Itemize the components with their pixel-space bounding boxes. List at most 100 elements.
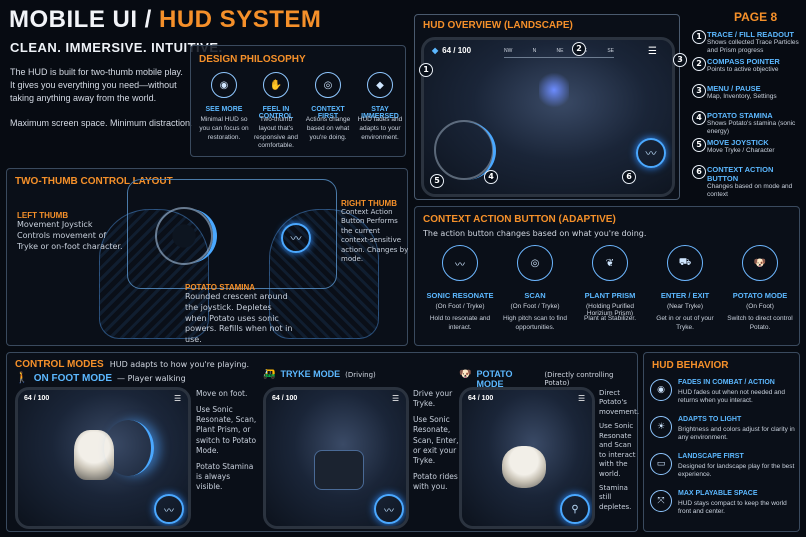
stamina-crescent xyxy=(466,122,496,180)
potato-action-button[interactable]: ⚲ xyxy=(560,494,590,524)
marker-6: 6 xyxy=(622,170,636,184)
tryke-menu-icon[interactable]: ☰ xyxy=(392,394,400,403)
on-foot-action-button[interactable]: 〰 xyxy=(154,494,184,524)
walking-person-icon: 🚶 xyxy=(15,371,29,384)
compass-bar: NWNNEESE xyxy=(504,48,614,58)
tagline: CLEAN. IMMERSIVE. INTUITIVE. xyxy=(10,40,223,55)
dog-icon: 🐶 xyxy=(742,245,778,281)
legend-text: Changes based on mode and context xyxy=(707,183,793,199)
legend-number: 4 xyxy=(692,111,706,125)
legend-title: CONTEXT ACTION BUTTON xyxy=(707,165,774,183)
controls-title: TWO-THUMB CONTROL LAYOUT xyxy=(15,176,173,187)
context-item-text: High pitch scan to find opportunities. xyxy=(503,315,567,331)
intro-text-2: Maximum screen space. Minimum distractio… xyxy=(10,118,193,128)
tryke-action-button[interactable]: 〰 xyxy=(374,494,404,524)
design-philosophy-panel: DESIGN PHILOSOPHY ◉ SEE MORE Minimal HUD s… xyxy=(190,45,406,157)
design-item-text: Actions change based on what you're doin… xyxy=(305,116,351,141)
on-foot-text-3: Potato Stamina is always visible. xyxy=(196,461,254,491)
design-item-title: SEE MORE xyxy=(205,106,243,113)
potato-phone: 64 / 100 ☰ ⚲ xyxy=(459,387,595,529)
behavior-item-text: Designed for landscape play for the best… xyxy=(678,463,795,479)
stamina-title: POTATO STAMINA xyxy=(185,283,256,292)
scan-icon: ◎ xyxy=(517,245,553,281)
tablet-icon: ▭ xyxy=(650,453,672,475)
prism-icon: ◆ xyxy=(432,46,439,55)
context-item-text: Plant at Stabilizer. xyxy=(583,315,637,322)
joystick-stamina-arc xyxy=(185,209,217,263)
on-foot-phone: 64 / 100 ☰ 〰 xyxy=(15,387,191,529)
marker-5: 5 xyxy=(430,174,444,188)
legend-text: Move Tryke / Character xyxy=(707,147,775,154)
prism-glow xyxy=(539,70,569,110)
on-foot-header: 🚶 ON FOOT MODE — Player walking xyxy=(15,371,186,384)
on-foot-title: ON FOOT MODE xyxy=(33,373,113,384)
tryke-text: Drive your Tryke. Use Sonic Resonate, Sc… xyxy=(413,389,467,492)
tryke-title: TRYKE MODE xyxy=(280,369,341,379)
legend-number: 3 xyxy=(692,84,706,98)
marker-1: 1 xyxy=(419,63,433,77)
tryke-readout: 64 / 100 xyxy=(272,395,298,402)
behavior-item-title: LANDSCAPE FIRST xyxy=(678,453,744,460)
control-modes-panel: CONTROL MODES HUD adapts to how you're p… xyxy=(6,352,640,532)
context-item-title: PLANT PRISM xyxy=(584,291,636,300)
design-title: DESIGN PHILOSOPHY xyxy=(199,54,306,65)
potato-sub: (Directly controlling Potato) xyxy=(544,371,614,387)
context-item-text: Switch to direct control Potato. xyxy=(727,315,793,331)
potato-header: 🐶 POTATO MODE (Directly controlling Pota… xyxy=(459,369,637,389)
on-foot-text: Move on foot. Use Sonic Resonate, Scan, … xyxy=(196,389,258,492)
behavior-item-text: HUD stays compact to keep the world fron… xyxy=(678,500,787,516)
plant-icon: ❦ xyxy=(592,245,628,281)
right-thumb-title: RIGHT THUMB xyxy=(341,199,397,208)
sonic-wave-effect xyxy=(104,420,154,476)
design-item-title: CONTEXT FIRST xyxy=(311,106,345,120)
page-number: PAGE 8 xyxy=(734,10,778,24)
legend-number: 1 xyxy=(692,30,706,44)
legend-title: MENU / PAUSE xyxy=(707,84,761,93)
behavior-title: HUD BEHAVIOR xyxy=(652,360,729,371)
legend-text: Map, Inventory, Settings xyxy=(707,93,777,100)
left-thumb-label: LEFT THUMB Movement Joystick Controls mo… xyxy=(17,211,127,252)
menu-button[interactable]: ☰ xyxy=(648,46,657,57)
eye-icon: ◉ xyxy=(650,379,672,401)
marker-4: 4 xyxy=(484,170,498,184)
legend-text: Points to active objective xyxy=(707,66,779,73)
behavior-item-title: FADES IN COMBAT / ACTION xyxy=(678,379,775,386)
eye-icon: ◉ xyxy=(211,72,237,98)
hand-icon: ✋ xyxy=(263,72,289,98)
behavior-item-title: MAX PLAYABLE SPACE xyxy=(678,490,758,497)
context-item-text: Get in or out of your Tryke. xyxy=(656,315,714,331)
context-action-button[interactable]: 〰 xyxy=(636,138,666,168)
design-item-text: Minimal HUD so you can focus on restorat… xyxy=(199,116,249,141)
stamina-label: POTATO STAMINA Rounded crescent around t… xyxy=(185,283,295,346)
modes-header: CONTROL MODES HUD adapts to how you're p… xyxy=(15,359,249,370)
on-foot-sub: — Player walking xyxy=(117,374,186,383)
sonic-wave-icon: 〰 xyxy=(442,245,478,281)
intro-text: The HUD is built for two-thumb mobile pl… xyxy=(10,67,183,104)
on-foot-menu-icon[interactable]: ☰ xyxy=(174,394,182,403)
two-thumb-panel: TWO-THUMB CONTROL LAYOUT 〰 LEFT THUMB Mo… xyxy=(6,168,408,346)
legend-title: POTATO STAMINA xyxy=(707,111,773,120)
overview-title: HUD OVERVIEW (LANDSCAPE) xyxy=(423,20,573,31)
modes-title: CONTROL MODES xyxy=(15,359,104,370)
design-item-title: FEEL IN CONTROL xyxy=(258,106,294,120)
potato-menu-icon[interactable]: ☰ xyxy=(578,394,586,403)
right-thumb-label: RIGHT THUMB Context Action Button Perfor… xyxy=(341,199,409,265)
context-subtitle: The action button changes based on what … xyxy=(423,229,647,238)
title-left: MOBILE UI / xyxy=(9,6,152,33)
potato-text-1: Direct Potato's movement. xyxy=(599,389,640,416)
compass-label: NE xyxy=(556,48,564,54)
tryke-text-2: Use Sonic Resonate, Scan, Enter, or exit… xyxy=(413,415,459,465)
tryke-sub: (Driving) xyxy=(345,371,376,379)
trace-readout: ◆ 64 / 100 xyxy=(432,46,471,55)
on-foot-text-2: Use Sonic Resonate, Scan, Plant Prism, o… xyxy=(196,405,257,455)
compass-label: N xyxy=(532,48,537,54)
context-item-sub: (On Foot / Tryke) xyxy=(435,303,485,310)
compass-label: SE xyxy=(607,48,614,54)
context-item-sub: (Near Tryke) xyxy=(666,303,704,310)
right-action-button[interactable]: 〰 xyxy=(281,223,311,253)
behavior-item-text: HUD fades out when not needed and return… xyxy=(678,389,785,405)
